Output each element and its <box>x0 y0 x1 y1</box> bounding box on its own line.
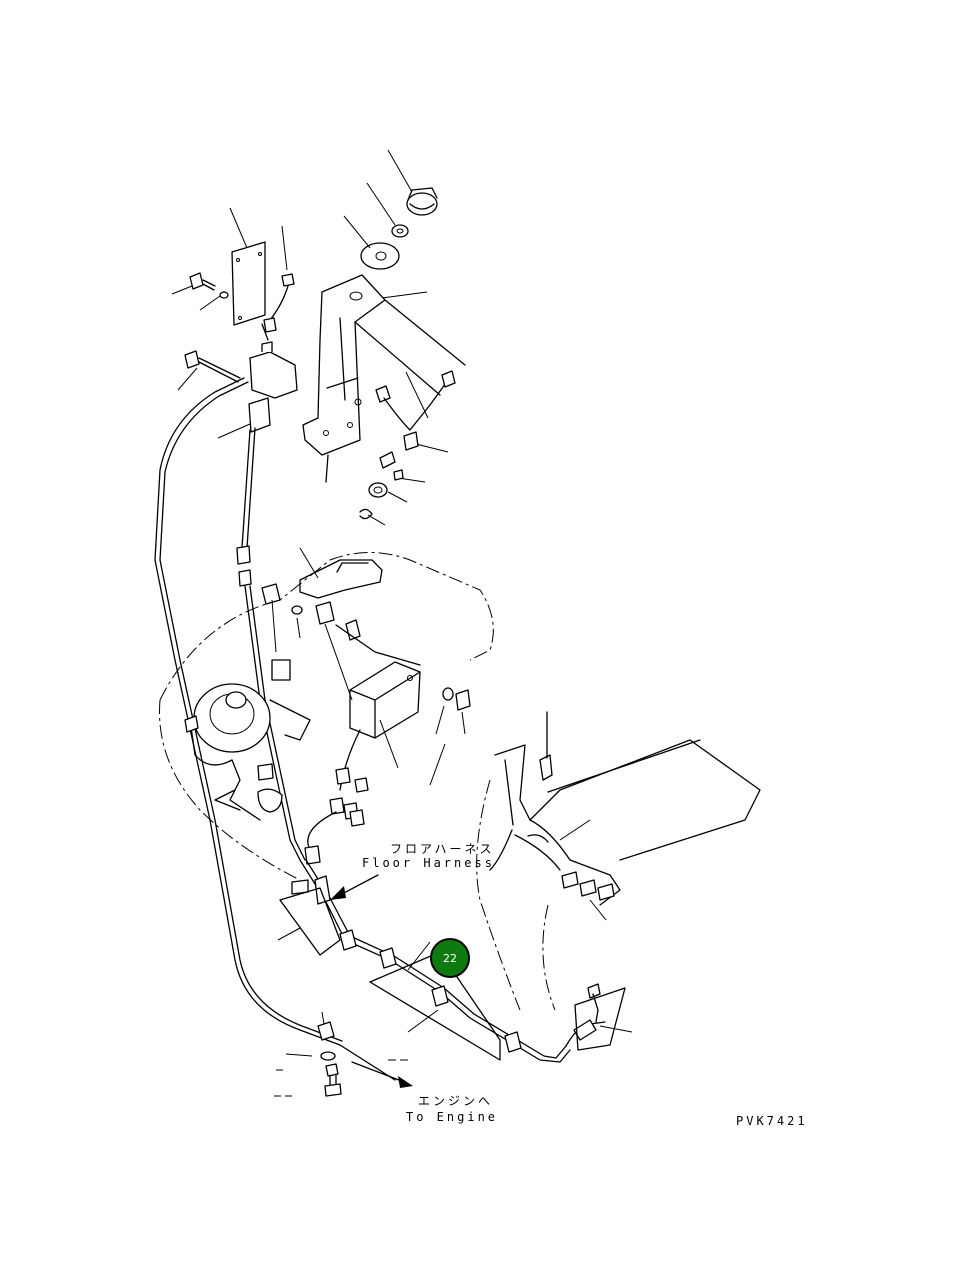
nut <box>391 224 409 238</box>
switch-body <box>248 273 298 433</box>
to-engine-label-jp: エンジンへ <box>418 1094 494 1108</box>
drawing-code: PVK7421 <box>736 1114 808 1128</box>
bolt-left <box>184 350 241 383</box>
sub-harness <box>359 370 456 520</box>
callout-22[interactable]: 22 <box>430 938 470 978</box>
floor-harness-label-jp: フロアハーネス <box>390 842 495 856</box>
motor-unit <box>184 659 311 821</box>
relay-box <box>304 661 421 865</box>
bolt-top <box>189 272 229 299</box>
console-frame <box>489 711 761 921</box>
cover-plate <box>231 241 266 326</box>
to-engine-label-en: To Engine <box>406 1110 499 1124</box>
bottom-bolt <box>320 1051 342 1097</box>
mounting-bracket <box>302 274 466 483</box>
knob <box>406 187 438 216</box>
grip-handle <box>299 559 383 599</box>
floor-harness <box>291 859 606 1063</box>
floor-harness-label-en: Floor Harness <box>362 856 495 870</box>
plate-washer <box>360 242 400 270</box>
